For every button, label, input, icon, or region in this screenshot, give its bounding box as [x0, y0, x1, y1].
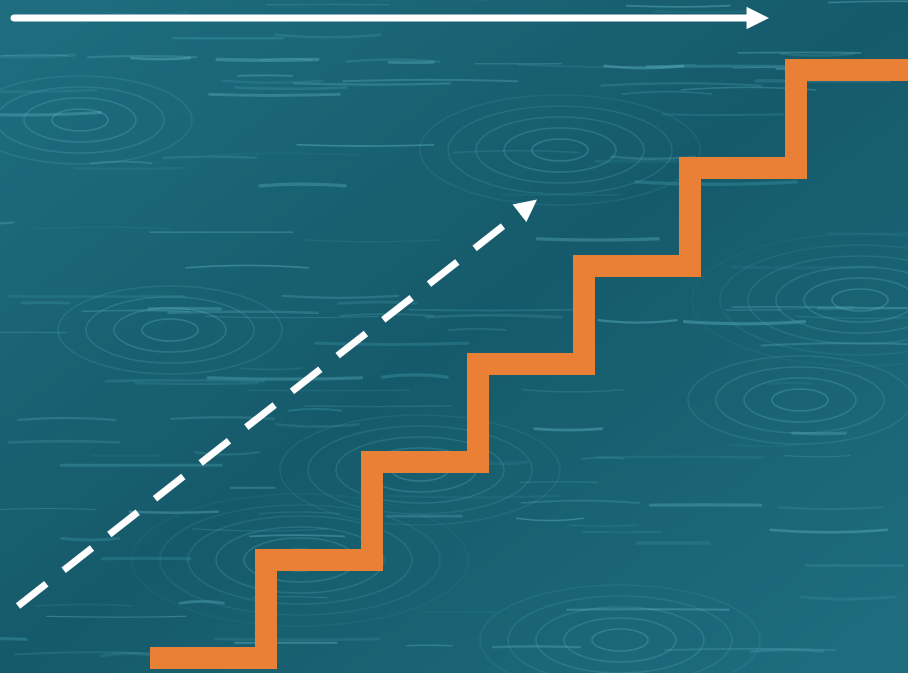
wave-streak: [316, 343, 468, 344]
wave-streak: [216, 639, 380, 640]
wave-streak: [131, 58, 190, 59]
wave-streak: [305, 406, 451, 407]
wave-streak: [75, 168, 182, 169]
wave-streak: [0, 638, 26, 639]
wave-streak: [409, 310, 574, 311]
wave-streak: [294, 83, 450, 84]
wave-streak: [538, 239, 659, 240]
wave-streak: [106, 380, 264, 381]
wave-streak: [535, 429, 602, 430]
wave-streak: [770, 383, 813, 384]
wave-streak: [596, 457, 764, 458]
wave-streak: [164, 157, 256, 158]
wave-streak: [10, 441, 120, 442]
wave-streak: [260, 184, 345, 186]
wave-streak: [0, 222, 13, 223]
wave-streak: [654, 11, 754, 12]
wave-streak: [136, 383, 258, 384]
wave-streak: [520, 482, 598, 483]
wave-streak: [210, 94, 340, 95]
wave-streak: [62, 538, 119, 540]
wave-streak: [130, 512, 218, 513]
wave-streak: [407, 645, 452, 646]
wave-streak: [235, 87, 346, 88]
wave-streak: [208, 378, 361, 379]
